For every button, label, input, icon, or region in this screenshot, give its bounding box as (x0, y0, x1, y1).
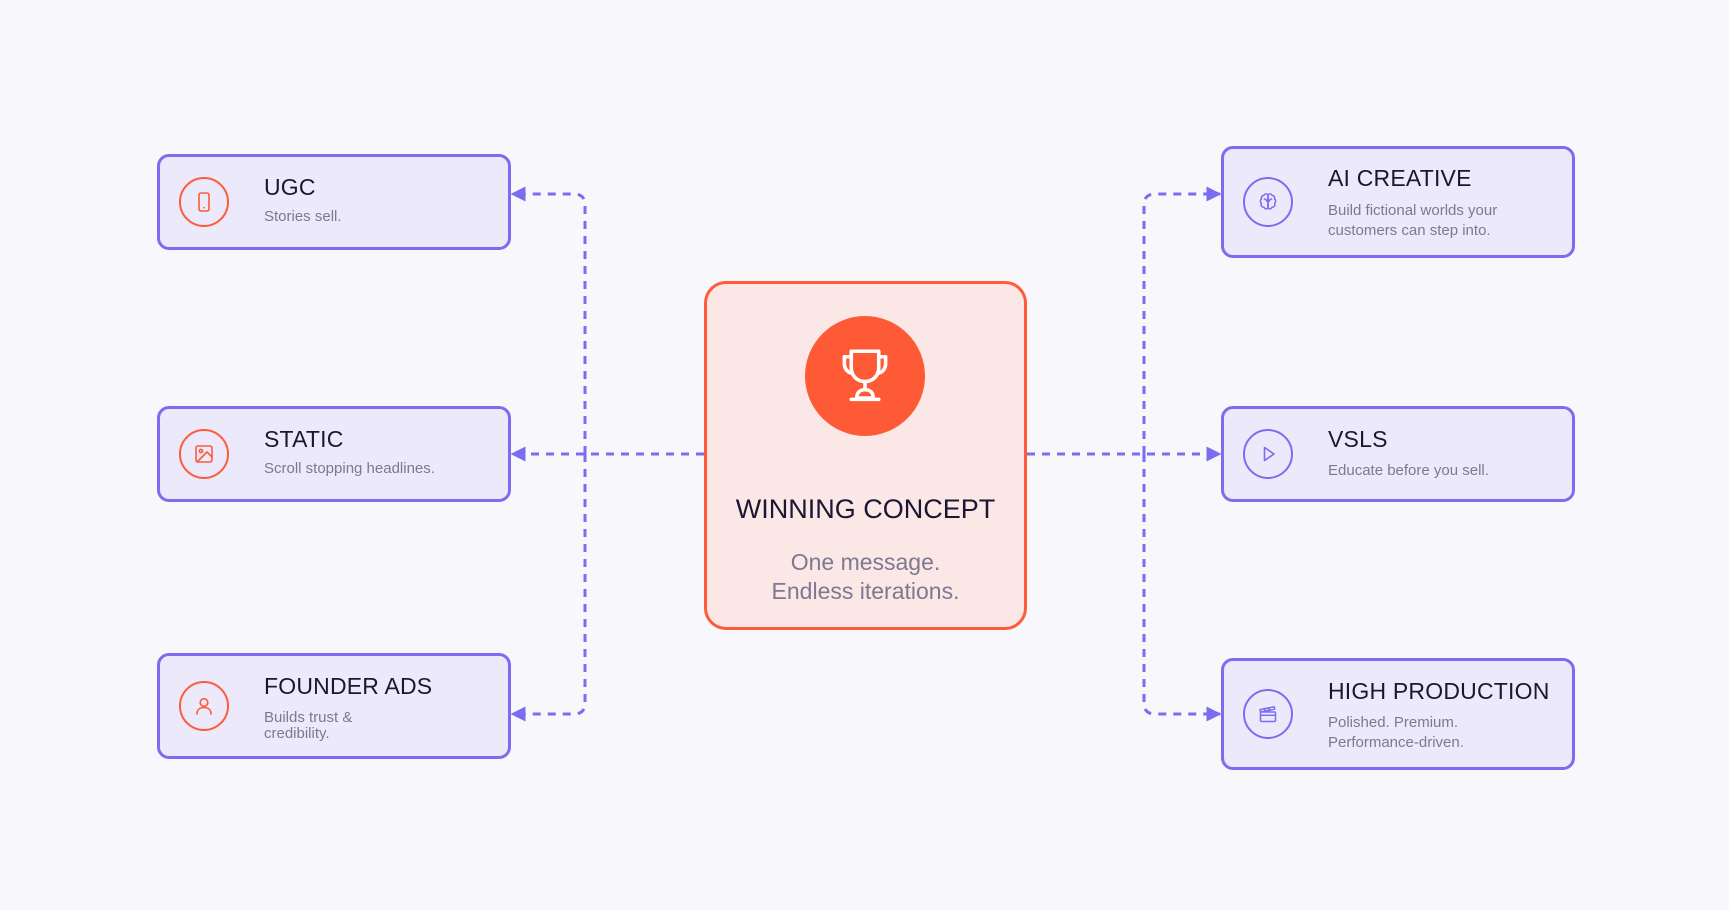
card-description: Polished. Premium. Performance-driven. (1328, 714, 1464, 751)
center-subtitle-line: One message. (790, 549, 941, 575)
card-high-production[interactable]: HIGH PRODUCTION Polished. Premium. Perfo… (1221, 658, 1575, 770)
smartphone-icon (179, 177, 229, 227)
card-description: Builds trust & credibility. (264, 709, 353, 742)
card-static[interactable]: STATIC Scroll stopping headlines. (157, 406, 511, 502)
card-description: Educate before you sell. (1328, 462, 1489, 479)
play-icon (1243, 429, 1293, 479)
brain-icon (1243, 177, 1293, 227)
card-founder-ads[interactable]: FOUNDER ADS Builds trust & credibility. (157, 653, 511, 759)
connector-ugc (510, 186, 587, 454)
connector-high-production (1142, 454, 1222, 722)
user-icon (179, 681, 229, 731)
card-title: STATIC (264, 426, 344, 452)
card-title: UGC (264, 174, 316, 200)
center-subtitle: One message. Endless iterations. (707, 548, 1024, 606)
card-description: Scroll stopping headlines. (264, 460, 435, 477)
card-description: Stories sell. (264, 208, 342, 225)
connector-founder-ads (510, 454, 587, 722)
center-subtitle-line: Endless iterations. (771, 578, 960, 604)
winning-concept-card[interactable]: WINNING CONCEPT One message. Endless ite… (704, 281, 1027, 630)
clapperboard-icon (1243, 689, 1293, 739)
card-title: FOUNDER ADS (264, 673, 433, 699)
card-title: VSLS (1328, 426, 1388, 452)
card-title: HIGH PRODUCTION (1328, 678, 1550, 704)
center-title: WINNING CONCEPT (735, 494, 996, 524)
card-vsls[interactable]: VSLS Educate before you sell. (1221, 406, 1575, 502)
image-icon (179, 429, 229, 479)
card-ugc[interactable]: UGC Stories sell. (157, 154, 511, 250)
trophy-icon (805, 316, 925, 436)
connector-ai-creative (1142, 186, 1222, 454)
card-description: Build fictional worlds your customers ca… (1328, 202, 1498, 239)
card-ai-creative[interactable]: AI CREATIVE Build fictional worlds your … (1221, 146, 1575, 258)
card-title: AI CREATIVE (1328, 165, 1472, 191)
